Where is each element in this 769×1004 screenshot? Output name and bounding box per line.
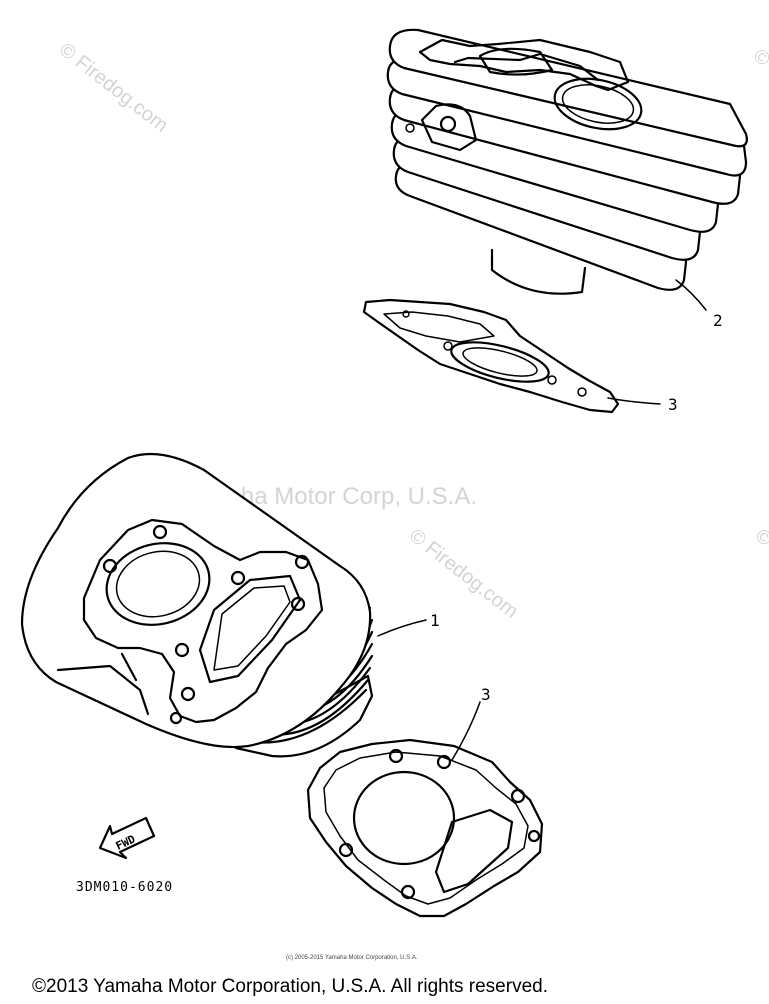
cylinder-part-2 bbox=[386, 28, 748, 295]
diagram-part-code: 3DM010-6020 bbox=[76, 880, 173, 895]
gasket-part-3-upper bbox=[362, 298, 620, 414]
forward-direction-arrow: FWD bbox=[98, 816, 156, 860]
callout-label-part-2: 2 bbox=[713, 311, 723, 330]
firedog-watermark-mid-right: © Firedog.com bbox=[405, 525, 522, 623]
firedog-watermark-mid-far-right: © Firedog.com bbox=[751, 525, 769, 623]
gasket-part-3-lower bbox=[306, 738, 544, 918]
copyright-main: ©2013 Yamaha Motor Corporation, U.S.A. A… bbox=[32, 976, 548, 997]
callout-label-part-3-upper: 3 bbox=[668, 395, 678, 414]
callout-part-3-upper: 3 bbox=[607, 395, 678, 414]
firedog-watermark-top-left: © Firedog.com bbox=[55, 39, 172, 137]
firedog-watermark-top-right: © Firedog.com bbox=[749, 45, 769, 143]
fwd-arrow-label: FWD bbox=[114, 832, 138, 852]
callout-label-part-1: 1 bbox=[430, 611, 440, 630]
copyright-small: (c) 2005-2015 Yamaha Motor Corporation, … bbox=[286, 955, 418, 961]
cylinder-head-part-1 bbox=[20, 452, 374, 758]
callout-part-1: 1 bbox=[377, 611, 440, 637]
callout-label-part-3-lower: 3 bbox=[481, 685, 491, 704]
callout-part-3-lower: 3 bbox=[451, 685, 491, 761]
callout-part-2: 2 bbox=[675, 279, 723, 330]
